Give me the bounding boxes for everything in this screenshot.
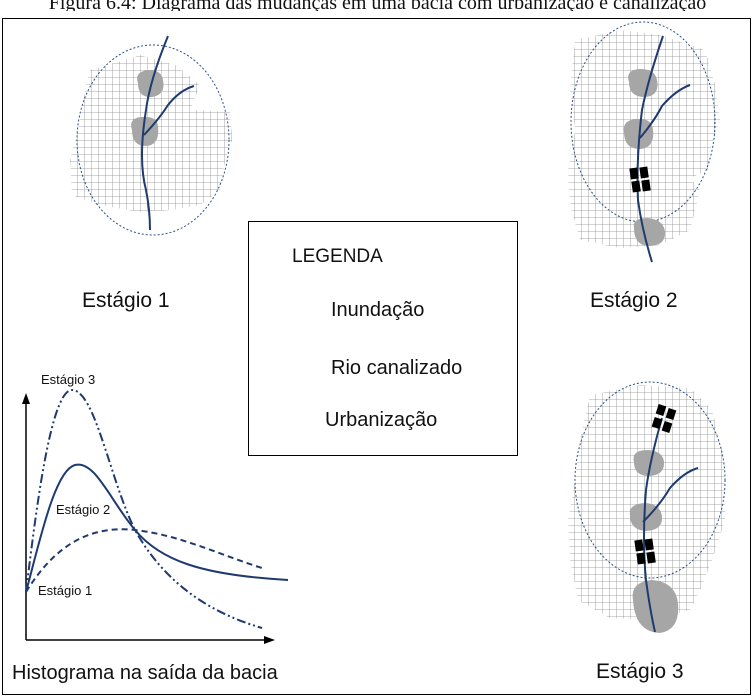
stage3-channel-segment <box>634 538 656 565</box>
stage3-channel-segment <box>651 404 677 433</box>
hydrograph <box>22 388 289 644</box>
stage3-urban-area <box>568 385 725 620</box>
stage2-channel-segment <box>629 166 651 193</box>
hydrograph-label-stage1: Estágio 1 <box>38 583 93 598</box>
stage1-basin-boundary <box>76 44 230 236</box>
legend-item-flood: Inundação <box>331 299 425 321</box>
stage3-basin <box>568 381 726 633</box>
stage2-basin <box>568 21 720 263</box>
stage2-basin-boundary <box>570 21 716 223</box>
legend-item-channelized-river: Rio canalizado <box>331 357 463 379</box>
stage2-hydrograph-curve <box>25 463 289 593</box>
hydrograph-caption: Histograma na saída da bacia <box>12 662 278 684</box>
legend-box: LEGENDA Inundação Rio canalizado Urbaniz… <box>248 221 518 456</box>
stage3-hydrograph-curve <box>25 388 263 629</box>
stage1-river <box>141 35 169 231</box>
stage2-flood-patch <box>628 69 658 97</box>
stage2-river-tributary <box>639 84 691 139</box>
stage1-flood-patch <box>131 116 159 146</box>
legend-item-urbanization: Urbanização <box>325 409 438 431</box>
hydrograph-label-stage2: Estágio 2 <box>56 502 111 517</box>
stage3-flood-patch <box>632 580 679 633</box>
stage3-label: Estágio 3 <box>596 660 684 683</box>
stage1-flood-patch <box>137 70 164 98</box>
figure-frame <box>2 18 751 695</box>
stage3-basin-boundary <box>574 381 726 579</box>
figure-caption: Figura 6.4: Diagrama das mudanças em uma… <box>48 0 707 11</box>
hydrograph-label-stage3: Estágio 3 <box>41 372 96 387</box>
stage1-label: Estágio 1 <box>82 289 170 312</box>
stage1-basin <box>70 35 232 236</box>
legend-title: LEGENDA <box>292 246 383 267</box>
stage2-river <box>636 35 664 263</box>
stage2-label: Estágio 2 <box>590 289 678 312</box>
stage3-river-tributary <box>642 467 699 523</box>
stage2-flood-patch <box>623 118 654 149</box>
y-axis-arrow-icon <box>22 393 30 404</box>
stage3-flood-patch <box>633 450 665 476</box>
stage3-river <box>643 417 663 633</box>
x-axis-arrow-icon <box>264 636 275 644</box>
stage1-river-tributary <box>143 85 195 136</box>
